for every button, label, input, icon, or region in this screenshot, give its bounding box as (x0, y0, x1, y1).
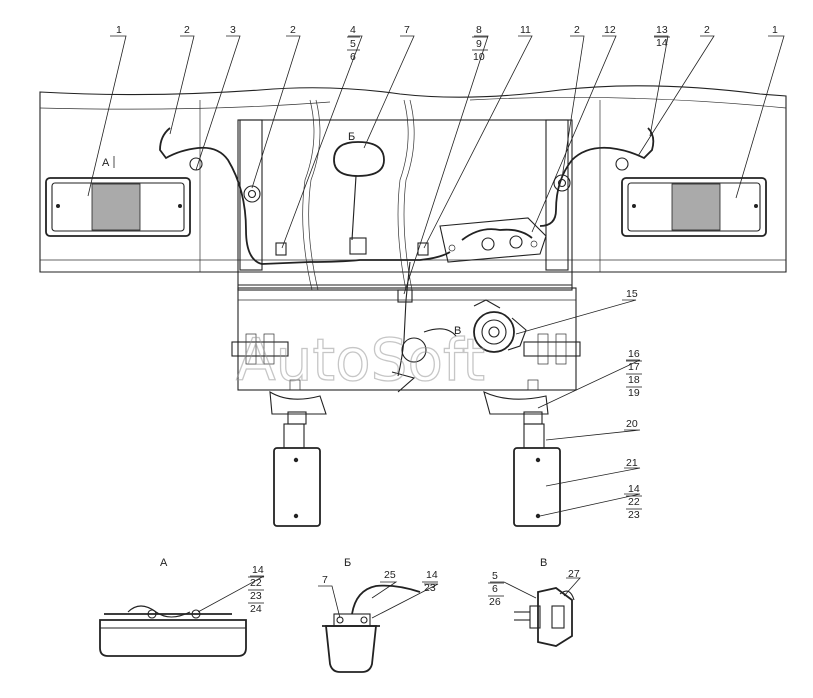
left-tail-lamp (45, 177, 191, 237)
callout-14-top: 14 (656, 37, 668, 49)
callout-2-c: 2 (574, 24, 580, 36)
callout-16: 16 (628, 348, 640, 360)
callout-leaders (87, 35, 785, 517)
detail-v-5: 5 (492, 570, 498, 582)
detail-v-26: 26 (489, 596, 501, 608)
detail-v-title: В (540, 557, 547, 569)
callout-21: 21 (626, 457, 638, 469)
callout-6: 6 (350, 51, 356, 63)
detail-v-27: 27 (568, 568, 580, 580)
callout-5: 5 (350, 38, 356, 50)
detail-b-25: 25 (384, 569, 396, 581)
callout-1-left: 1 (116, 24, 122, 36)
callout-labels: 1 2 3 2 4 5 6 7 8 9 10 11 2 12 13 14 2 1… (116, 24, 778, 521)
callout-12: 12 (604, 24, 616, 36)
callout-8: 8 (476, 24, 482, 36)
callout-20: 20 (626, 418, 638, 430)
detail-b-title: Б (344, 557, 351, 569)
detail-b-7: 7 (322, 574, 328, 586)
detail-a-title: А (160, 557, 168, 569)
callout-10: 10 (473, 51, 485, 63)
callout-2-b: 2 (290, 24, 296, 36)
callout-7: 7 (404, 24, 410, 36)
callout-2-d: 2 (704, 24, 710, 36)
detail-view-b: Б 7 25 14 23 (318, 557, 439, 673)
callout-18: 18 (628, 374, 640, 386)
view-marker-a: А (102, 157, 110, 169)
license-plate-lamp (333, 141, 385, 255)
callout-3: 3 (230, 24, 236, 36)
detail-b-23: 23 (424, 582, 436, 594)
view-marker-b: Б (348, 131, 355, 143)
callout-15: 15 (626, 288, 638, 300)
detail-a-24: 24 (250, 603, 262, 615)
detail-view-a: А 14 22 23 24 (99, 557, 265, 657)
callout-2-a: 2 (184, 24, 190, 36)
callout-17: 17 (628, 361, 640, 373)
right-tail-lamp (621, 177, 767, 237)
detail-a-23: 23 (250, 590, 262, 602)
wiring-harness (159, 127, 655, 377)
rear-panel (39, 85, 787, 291)
detail-view-v: В 5 6 26 27 (488, 557, 581, 647)
view-marker-v: В (454, 325, 461, 337)
callout-23-mid: 23 (628, 509, 640, 521)
callout-14-mid: 14 (628, 483, 640, 495)
callout-4: 4 (350, 24, 356, 36)
detail-b-14: 14 (426, 569, 438, 581)
callout-22-mid: 22 (628, 496, 640, 508)
detail-a-22: 22 (250, 577, 262, 589)
junction-block (439, 217, 547, 263)
callout-1-right: 1 (772, 24, 778, 36)
callout-13: 13 (656, 24, 668, 36)
tow-hook (391, 328, 457, 393)
detail-v-6: 6 (492, 583, 498, 595)
watermark: AutoSoft (236, 326, 485, 394)
callout-9: 9 (476, 38, 482, 50)
callout-11: 11 (520, 24, 531, 36)
callout-19: 19 (628, 387, 640, 399)
trailer-socket (473, 299, 527, 353)
right-mudflap (513, 411, 561, 527)
detail-a-14: 14 (252, 564, 264, 576)
left-mudflap (273, 411, 321, 527)
